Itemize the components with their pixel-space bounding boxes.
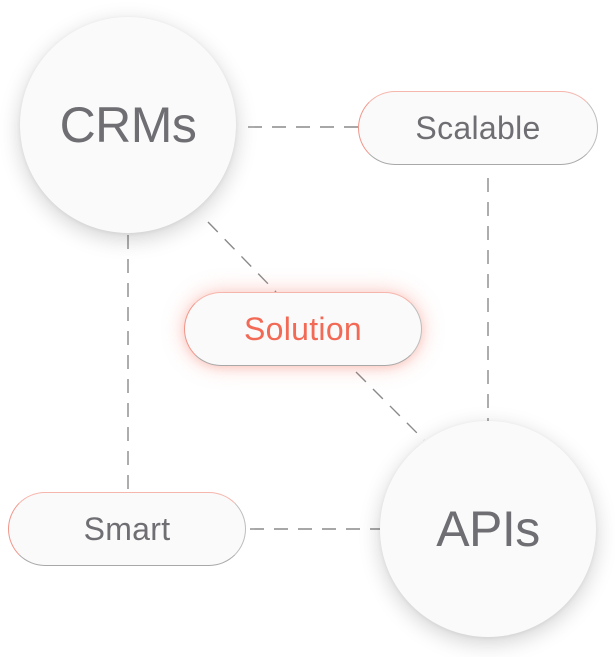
node-apis: APIs [380,421,596,637]
edge-solution-apis [355,371,425,441]
node-smart-label: Smart [83,510,171,547]
node-crms: CRMs [20,17,236,233]
node-solution: Solution [184,292,422,366]
node-crms-label: CRMs [59,97,197,153]
node-apis-label: APIs [436,501,540,557]
node-solution-label: Solution [243,310,363,347]
node-scalable-label: Scalable [415,109,541,146]
node-smart: Smart [8,492,246,566]
edge-crms-solution [207,221,277,293]
node-scalable: Scalable [358,91,598,165]
